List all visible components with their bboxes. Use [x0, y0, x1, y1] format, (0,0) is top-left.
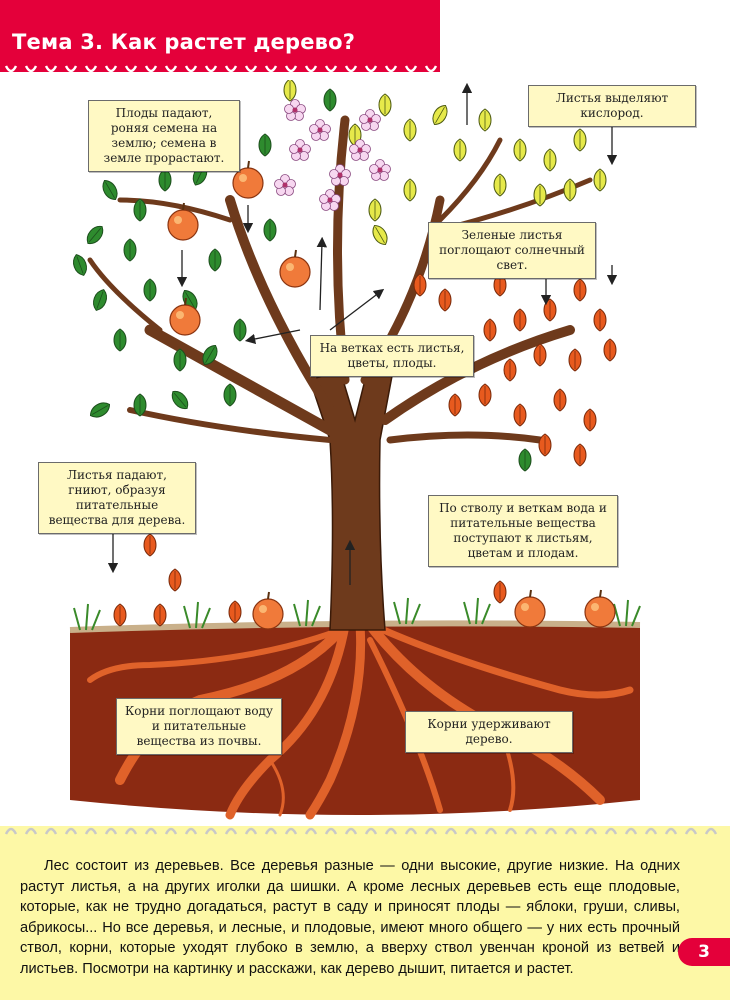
label-roots-absorb: Корни поглощают воду и питательные вещес… [116, 698, 282, 755]
label-leaves-fall: Листья падают, гниют, образуя питательны… [38, 462, 196, 534]
grass [73, 597, 641, 631]
label-fruit-fall: Плоды падают, роняя семена на землю; сем… [88, 100, 240, 172]
page-title: Тема 3. Как растет дерево? [12, 30, 356, 54]
label-oxygen: Листья выделяют кислород. [528, 85, 696, 127]
body-paragraph: Лес состоит из деревьев. Все деревья раз… [20, 858, 680, 977]
label-branches: На ветках есть листья, цветы, плоды. [310, 335, 474, 377]
header-banner: Тема 3. Как растет дерево? [0, 0, 440, 72]
tree-illustration [69, 80, 641, 820]
text-panel [0, 826, 730, 1000]
label-trunk-flow: По стволу и веткам вода и питательные ве… [428, 495, 618, 567]
flower-icon [274, 99, 391, 211]
arrow-icon [107, 82, 618, 585]
spiral-binding-bottom [4, 827, 718, 835]
spiral-binding-top [4, 65, 438, 73]
label-sunlight: Зеленые листья поглощают солнечный свет. [428, 222, 596, 279]
page-number: 3 [678, 938, 730, 966]
label-roots-hold: Корни удерживают дерево. [405, 711, 573, 753]
